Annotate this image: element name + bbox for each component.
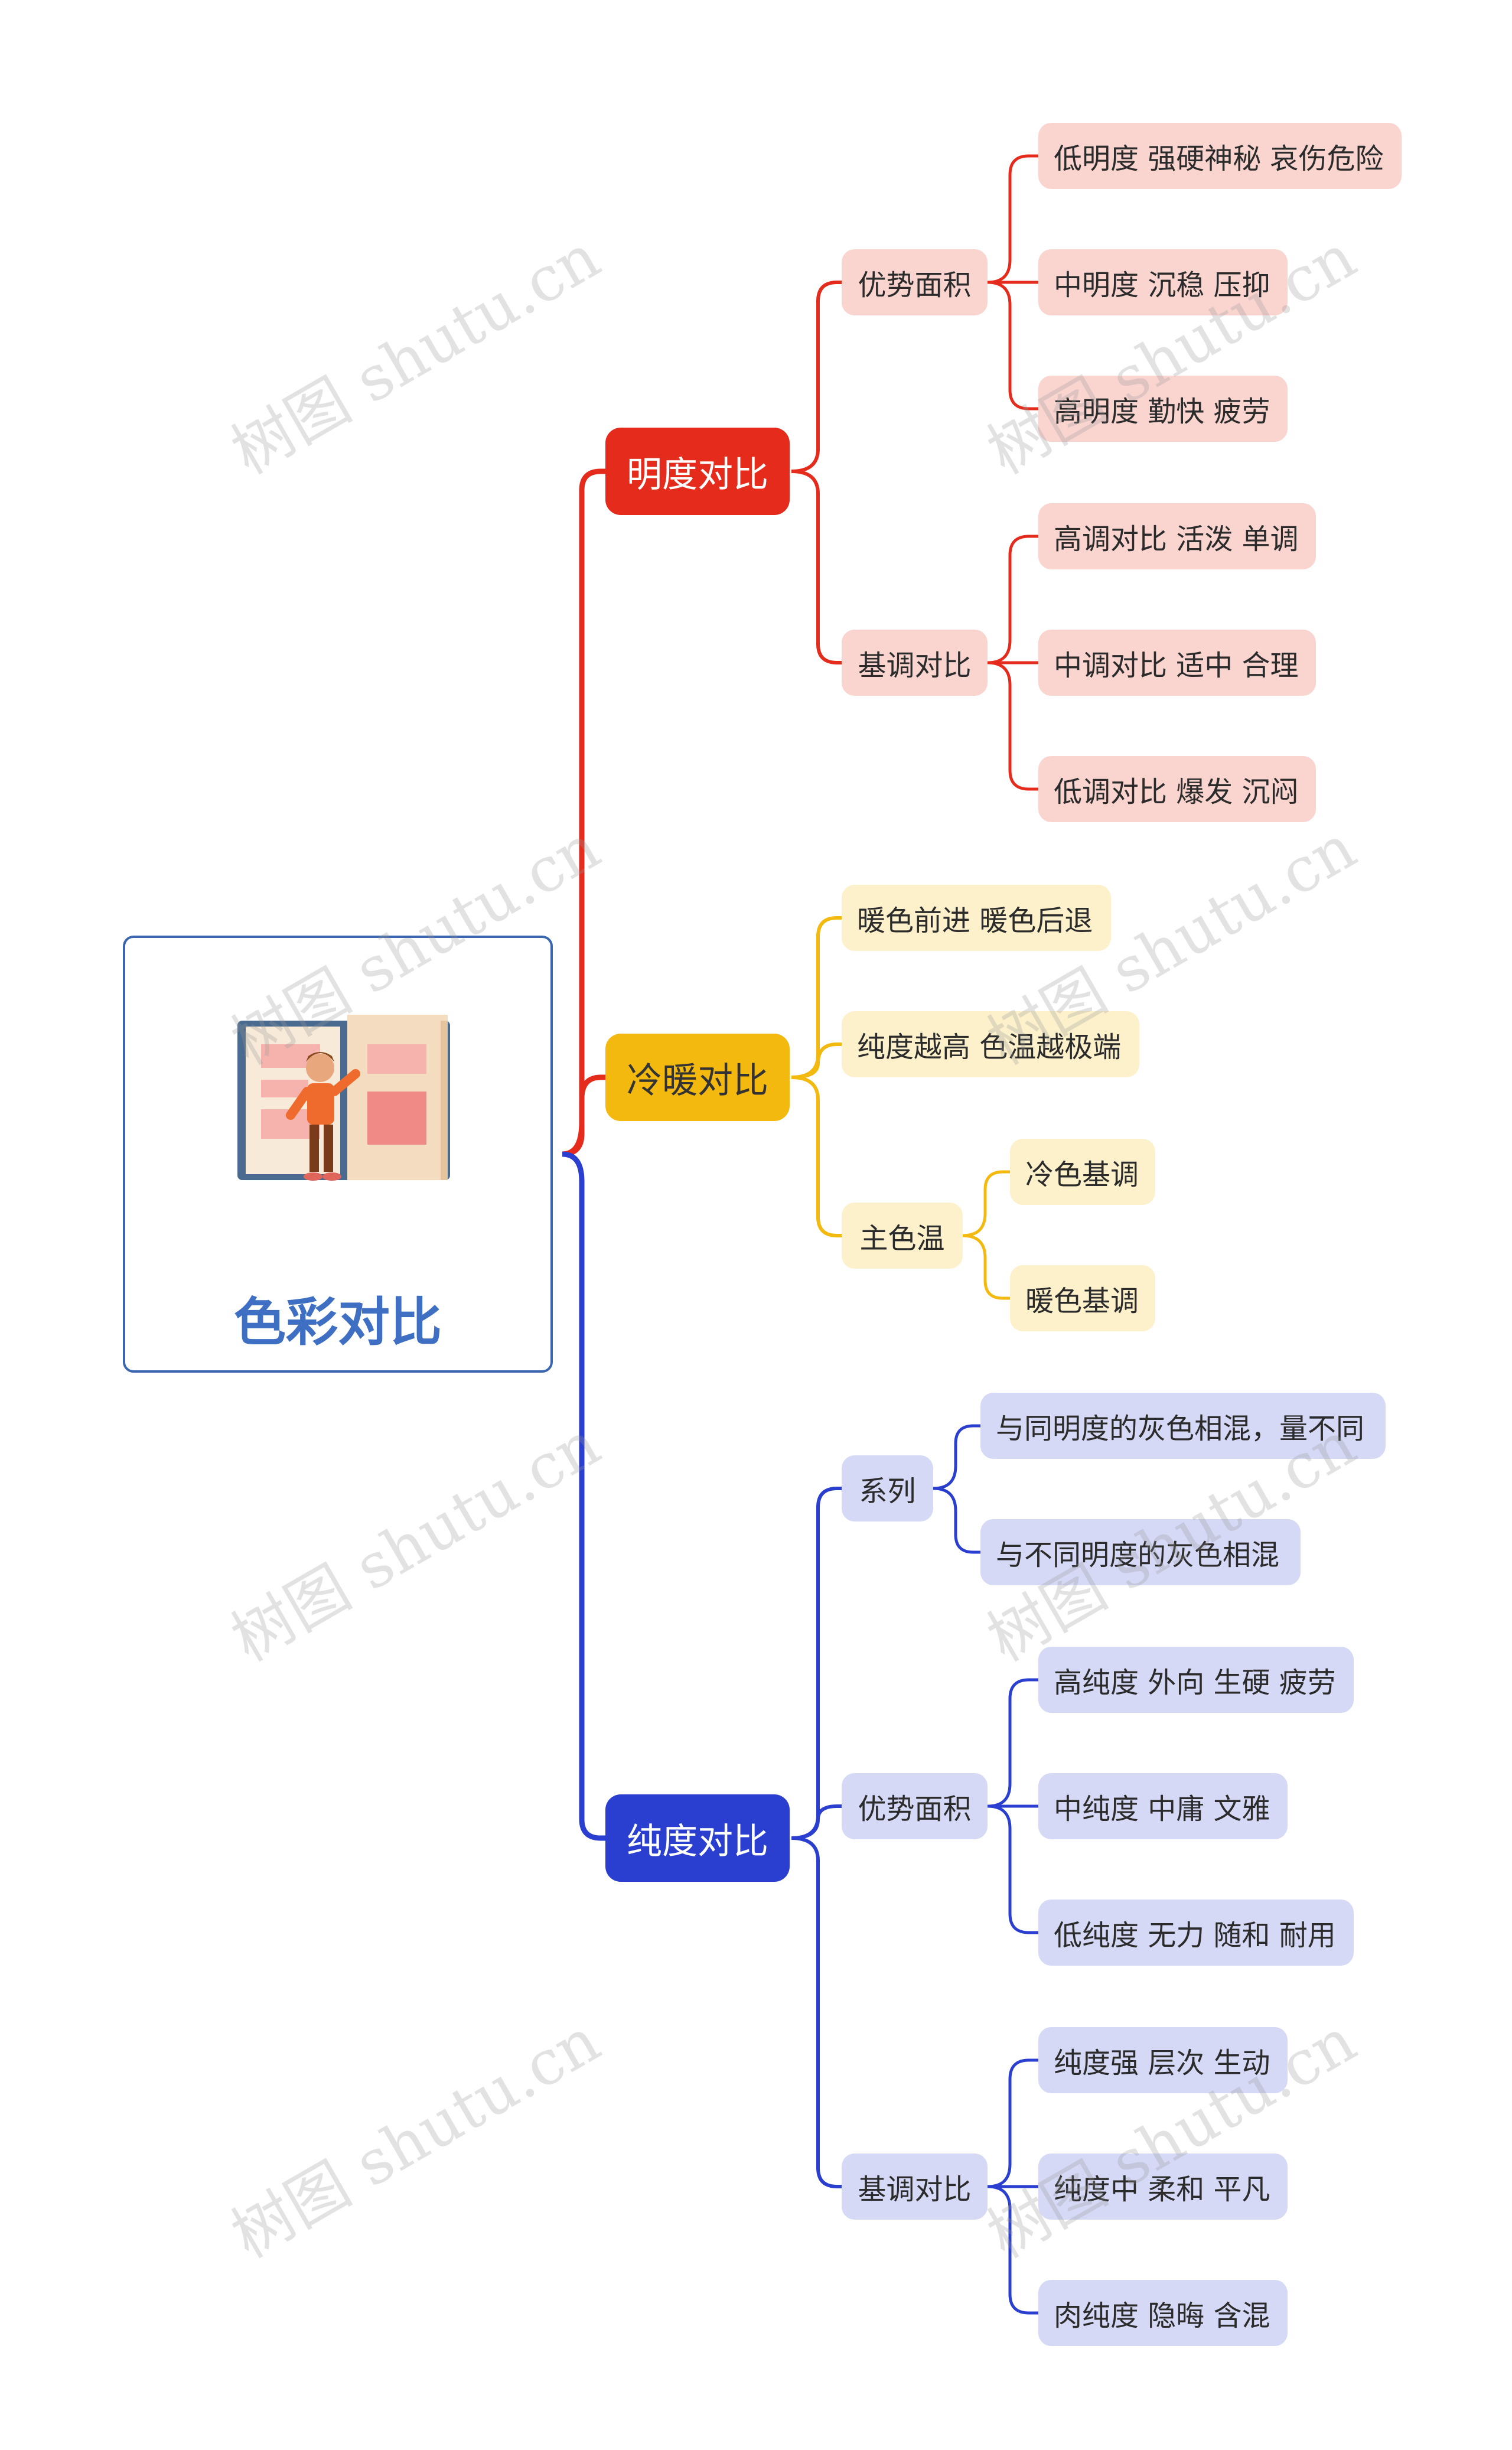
brightness-key-contrast[interactable]: 基调对比 [842,630,988,696]
saturation-key-item[interactable]: 肉纯度 隐晦 含混 [1038,2280,1288,2346]
saturation-series[interactable]: 系列 [842,1455,933,1522]
branch-warm-cool[interactable]: 冷暖对比 [605,1034,790,1121]
saturation-area-item[interactable]: 高纯度 外向 生硬 疲劳 [1038,1647,1354,1713]
brightness-key-item[interactable]: 高调对比 活泼 单调 [1038,503,1316,569]
warm-cool-main-temp[interactable]: 主色温 [842,1203,963,1269]
main-temp-item[interactable]: 暖色基调 [1010,1265,1155,1331]
main-temp-item[interactable]: 冷色基调 [1010,1139,1155,1205]
saturation-dominant-area[interactable]: 优势面积 [842,1773,988,1839]
brightness-key-item[interactable]: 中调对比 适中 合理 [1038,630,1316,696]
brightness-area-item[interactable]: 低明度 强硬神秘 哀伤危险 [1038,123,1402,189]
brightness-dominant-area[interactable]: 优势面积 [842,249,988,315]
warm-cool-item[interactable]: 暖色前进 暖色后退 [842,885,1111,951]
branch-saturation[interactable]: 纯度对比 [605,1794,790,1882]
branch-brightness[interactable]: 明度对比 [605,428,790,515]
brightness-key-item[interactable]: 低调对比 爆发 沉闷 [1038,756,1316,822]
saturation-area-item[interactable]: 中纯度 中庸 文雅 [1038,1773,1288,1839]
saturation-area-item[interactable]: 低纯度 无力 随和 耐用 [1038,1900,1354,1966]
saturation-key-contrast[interactable]: 基调对比 [842,2153,988,2220]
root-title: 色彩对比 [125,1281,550,1356]
